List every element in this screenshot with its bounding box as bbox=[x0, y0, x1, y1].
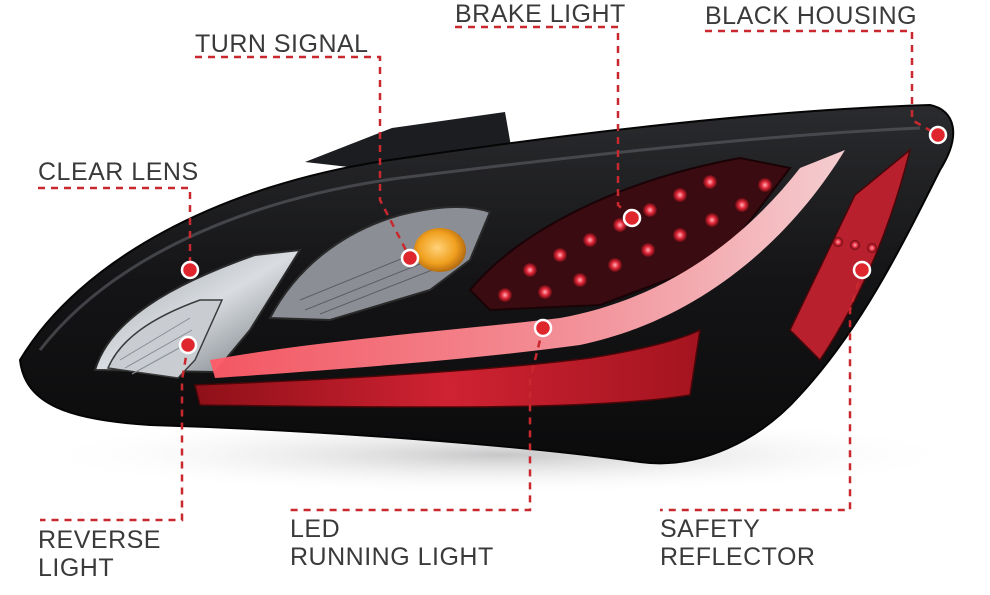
dot-turn-signal bbox=[400, 248, 420, 268]
marker-dots bbox=[178, 125, 948, 355]
label-led-running-light: LED RUNNING LIGHT bbox=[290, 515, 494, 571]
label-brake-light: BRAKE LIGHT bbox=[455, 0, 626, 28]
dot-clear-lens bbox=[180, 260, 200, 280]
dot-black-housing bbox=[928, 125, 948, 145]
leader-reverse-light bbox=[40, 344, 190, 522]
label-black-housing: BLACK HOUSING bbox=[705, 2, 918, 30]
label-reverse-light: REVERSE LIGHT bbox=[38, 526, 161, 582]
brake-light-cluster bbox=[468, 156, 792, 312]
led-running-light-bar bbox=[210, 150, 845, 378]
leader-turn-signal bbox=[195, 55, 412, 259]
dot-reverse-light bbox=[178, 335, 198, 355]
housing-rim-highlight bbox=[38, 126, 921, 351]
dot-led-running bbox=[533, 318, 553, 338]
leader-black-housing bbox=[705, 29, 939, 137]
label-clear-lens: CLEAR LENS bbox=[38, 158, 199, 186]
amber-bulb bbox=[414, 228, 466, 272]
dot-safety-reflector bbox=[852, 260, 872, 280]
leader-lines bbox=[38, 25, 939, 522]
led-array bbox=[498, 175, 772, 302]
dot-brake-light bbox=[622, 208, 642, 228]
leader-led-running bbox=[290, 327, 545, 512]
label-turn-signal: TURN SIGNAL bbox=[195, 30, 369, 58]
label-safety-reflector: SAFETY REFLECTOR bbox=[660, 515, 816, 571]
reverse-lens bbox=[106, 299, 224, 379]
reflector-leds bbox=[833, 237, 877, 253]
leader-brake-light bbox=[455, 25, 633, 219]
lower-red-bar bbox=[194, 328, 701, 408]
